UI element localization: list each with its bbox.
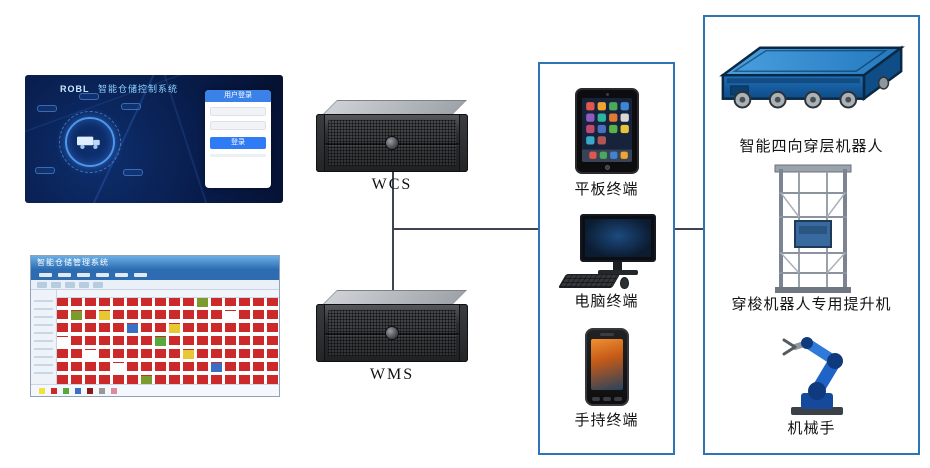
server-rack-ear <box>316 304 325 362</box>
wms-grid-area <box>57 290 279 385</box>
wms-server-image <box>316 290 468 362</box>
robotic-arm-image <box>767 319 867 419</box>
monitor <box>580 214 656 262</box>
wms-legend <box>31 384 279 396</box>
wcs-server-image <box>316 100 468 172</box>
server-rack-ear <box>459 304 468 362</box>
truck-icon <box>65 117 115 167</box>
dashboard-node <box>121 103 141 110</box>
monitor-stand-base <box>598 270 638 275</box>
wms-storage-grid <box>57 298 279 385</box>
login-title: 用户登录 <box>205 90 271 102</box>
wcs-dashboard-screenshot: ROBL 智能仓储控制系统 用户登录 登录 <box>25 75 283 203</box>
desktop-terminal-image <box>558 214 658 292</box>
desktop-terminal-label: 电脑终端 <box>574 294 639 310</box>
tablet-camera-dot <box>606 93 609 96</box>
wms-column-header <box>57 290 279 298</box>
server-rack-ear <box>316 114 325 172</box>
wcs-brand-logo: ROBL <box>59 84 90 94</box>
terminals-group-box: 平板终端 电脑终端 手持终端 <box>538 62 675 455</box>
handheld-earpiece <box>600 333 614 336</box>
connector-wcs-wms <box>392 172 394 290</box>
dashboard-node <box>37 105 57 112</box>
lift-image <box>773 163 853 293</box>
tablet-home-button <box>605 165 610 170</box>
wms-sidebar <box>31 290 57 384</box>
login-button: 登录 <box>210 137 266 149</box>
keyboard <box>558 274 621 288</box>
wms-server-label: WMS <box>369 366 415 383</box>
handheld-keys <box>587 397 627 401</box>
server-top-face <box>322 290 467 305</box>
handheld-terminal-image <box>585 328 629 406</box>
tablet-terminal-label: 平板终端 <box>574 182 639 198</box>
devices-group-box: 智能四向穿层机器人 穿梭机器人专用提升机 <box>703 15 920 455</box>
monitor-stand-neck <box>613 262 622 270</box>
wcs-server-label: WCS <box>371 176 413 193</box>
handheld-terminal-label: 手持终端 <box>574 413 639 429</box>
handheld-screen <box>591 339 623 390</box>
tablet-screen <box>582 98 632 162</box>
wms-body <box>31 290 279 385</box>
dashboard-gauge-ring <box>59 111 121 173</box>
wcs-dashboard-title: 智能仓储控制系统 <box>98 84 179 94</box>
server-top-face <box>322 100 467 115</box>
wms-menubar <box>31 270 279 280</box>
tablet-terminal-image <box>575 88 639 174</box>
server-emblem <box>385 326 399 340</box>
dashboard-node <box>35 167 55 174</box>
wms-screenshot: 智能仓储管理系统 <box>30 255 280 397</box>
wcs-dashboard-header: ROBL 智能仓储控制系统 <box>25 82 213 95</box>
wms-titlebar: 智能仓储管理系统 <box>31 256 279 270</box>
dashboard-node <box>123 169 143 176</box>
wms-title: 智能仓储管理系统 <box>37 258 109 267</box>
wms-toolbar <box>31 280 279 290</box>
login-panel: 用户登录 登录 <box>205 90 271 188</box>
server-emblem <box>385 136 399 150</box>
server-rack-ear <box>459 114 468 172</box>
username-field <box>210 107 266 116</box>
robotic-arm-label: 机械手 <box>787 421 836 437</box>
connector-servers-terminals <box>393 228 538 230</box>
monitor-screen <box>585 219 651 257</box>
dashboard-node <box>79 93 99 100</box>
shuttle-robot-image <box>715 37 911 133</box>
mouse <box>620 277 629 289</box>
connector-terminals-devices <box>675 228 703 230</box>
login-footnote <box>210 154 266 157</box>
lift-label: 穿梭机器人专用提升机 <box>731 297 892 313</box>
shuttle-robot-label: 智能四向穿层机器人 <box>739 139 884 155</box>
password-field <box>210 121 266 130</box>
